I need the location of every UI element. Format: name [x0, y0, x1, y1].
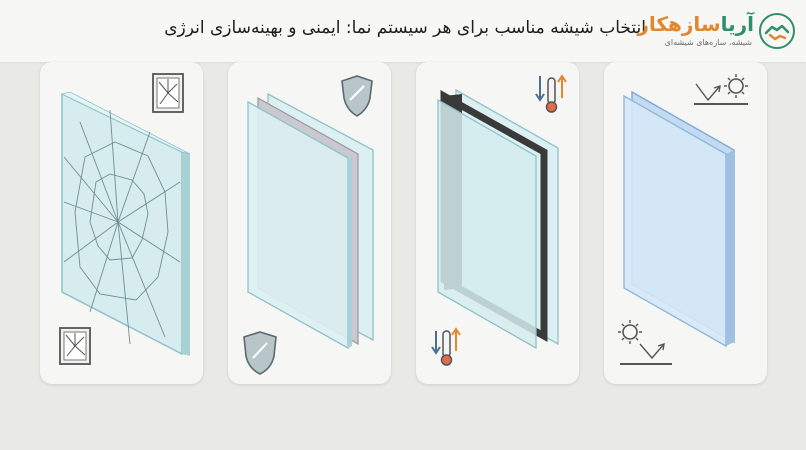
panel-laminated-glass[interactable] — [228, 62, 391, 384]
laminated-glass-illustration — [243, 75, 374, 375]
sun-reflection-icon — [618, 320, 672, 365]
broken-glass-icon — [152, 73, 184, 113]
brand-tagline: شیشه، سازه‌های شیشه‌ای — [664, 38, 752, 47]
brand-name: آریاسازهکار — [637, 12, 754, 36]
tempered-glass-illustration — [59, 73, 191, 365]
header-bar: انتخاب شیشه مناسب برای هر سیستم نما: ایم… — [0, 0, 806, 62]
handshake-icon — [759, 13, 795, 49]
panel-double-glazed-glass[interactable] — [416, 62, 579, 384]
sun-reflection-icon — [694, 74, 748, 105]
panel-tempered-glass[interactable] — [40, 62, 203, 384]
panel-low-e-glass[interactable] — [604, 62, 767, 384]
crack-lines — [63, 109, 181, 345]
thermometer-icon — [431, 327, 461, 366]
shield-icon — [243, 331, 277, 375]
brand-logo[interactable]: آریاسازهکار شیشه، سازه‌های شیشه‌ای — [637, 10, 796, 52]
page-title: انتخاب شیشه مناسب برای هر سیستم نما: ایم… — [164, 18, 646, 38]
shield-icon — [341, 75, 373, 117]
double-glazed-illustration — [431, 74, 567, 366]
broken-glass-icon — [59, 327, 91, 365]
thermometer-icon — [535, 74, 567, 113]
low-e-glass-illustration — [618, 74, 748, 365]
